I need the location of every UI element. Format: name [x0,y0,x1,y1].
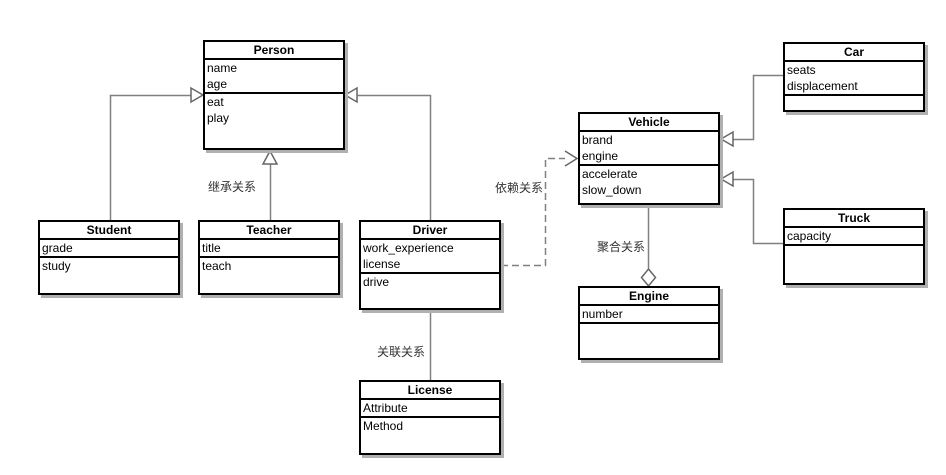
class-vehicle-attributes: brand engine [580,132,718,166]
inheritance-arrow-truck-vehicle [719,170,734,188]
class-student[interactable]: Student grade study [38,220,180,295]
class-person[interactable]: Person name age eat play [203,40,345,150]
label-aggregation: 聚合关系 [597,240,646,254]
inheritance-arrow-car-vehicle [719,130,734,148]
attribute: engine [582,149,619,163]
inheritance-arrow-driver-person [343,86,358,104]
class-engine[interactable]: Engine number [578,286,720,360]
class-student-attributes: grade [40,240,178,258]
edge-car-vehicle [733,74,783,141]
class-driver[interactable]: Driver work_experience license drive [359,220,501,310]
method: study [42,259,71,273]
class-driver-attributes: work_experience license [361,240,499,274]
edge-student-person [109,94,191,220]
class-person-title: Person [205,42,343,60]
edge-truck-vehicle [733,178,783,245]
class-vehicle[interactable]: Vehicle brand engine accelerate slow_dow… [578,112,720,205]
attribute: number [582,307,623,321]
inheritance-arrow-student-person [190,86,205,104]
attribute: capacity [787,229,832,243]
label-dependency: 依赖关系 [495,181,544,195]
class-license-methods: Method [361,418,499,453]
class-vehicle-title: Vehicle [580,114,718,132]
class-car-methods [785,96,923,110]
attribute: Attribute [363,401,408,415]
attribute: age [207,77,228,91]
class-truck-methods [785,246,923,283]
dependency-arrow-driver-vehicle [564,150,579,167]
class-license-title: License [361,382,499,400]
class-truck[interactable]: Truck capacity [783,208,925,285]
attribute: work_experience [363,241,454,255]
label-association: 关联关系 [377,345,426,359]
edge-driver-person [357,94,432,220]
attribute: brand [582,133,613,147]
class-person-attributes: name age [205,60,343,94]
class-car-title: Car [785,44,923,62]
attribute: name [207,61,238,75]
class-car[interactable]: Car seats displacement [783,42,925,112]
class-person-methods: eat play [205,94,343,148]
class-student-methods: study [40,258,178,293]
method: drive [363,275,390,289]
aggregation-diamond-engine [640,267,657,288]
inheritance-arrow-teacher-person [261,149,279,165]
class-teacher-title: Teacher [200,222,338,240]
attribute: displacement [787,79,858,93]
attribute: seats [787,63,816,77]
method: accelerate [582,167,638,181]
class-driver-methods: drive [361,274,499,308]
edge-driver-vehicle-dashed [501,157,565,267]
class-license[interactable]: License Attribute Method [359,380,501,455]
attribute: license [363,257,401,271]
class-vehicle-methods: accelerate slow_down [580,166,718,203]
class-license-attributes: Attribute [361,400,499,418]
class-engine-attributes: number [580,306,718,324]
class-truck-attributes: capacity [785,228,923,246]
class-engine-title: Engine [580,288,718,306]
class-teacher-methods: teach [200,258,338,293]
class-truck-title: Truck [785,210,923,228]
method: play [207,111,230,125]
attribute: grade [42,241,73,255]
class-teacher-attributes: title [200,240,338,258]
class-student-title: Student [40,222,178,240]
class-car-attributes: seats displacement [785,62,923,96]
attribute: title [202,241,221,255]
method: slow_down [582,183,642,197]
method: Method [363,419,404,433]
class-engine-methods [580,324,718,358]
method: eat [207,95,224,109]
method: teach [202,259,232,273]
label-inheritance: 继承关系 [208,180,257,194]
class-teacher[interactable]: Teacher title teach [198,220,340,295]
class-driver-title: Driver [361,222,499,240]
